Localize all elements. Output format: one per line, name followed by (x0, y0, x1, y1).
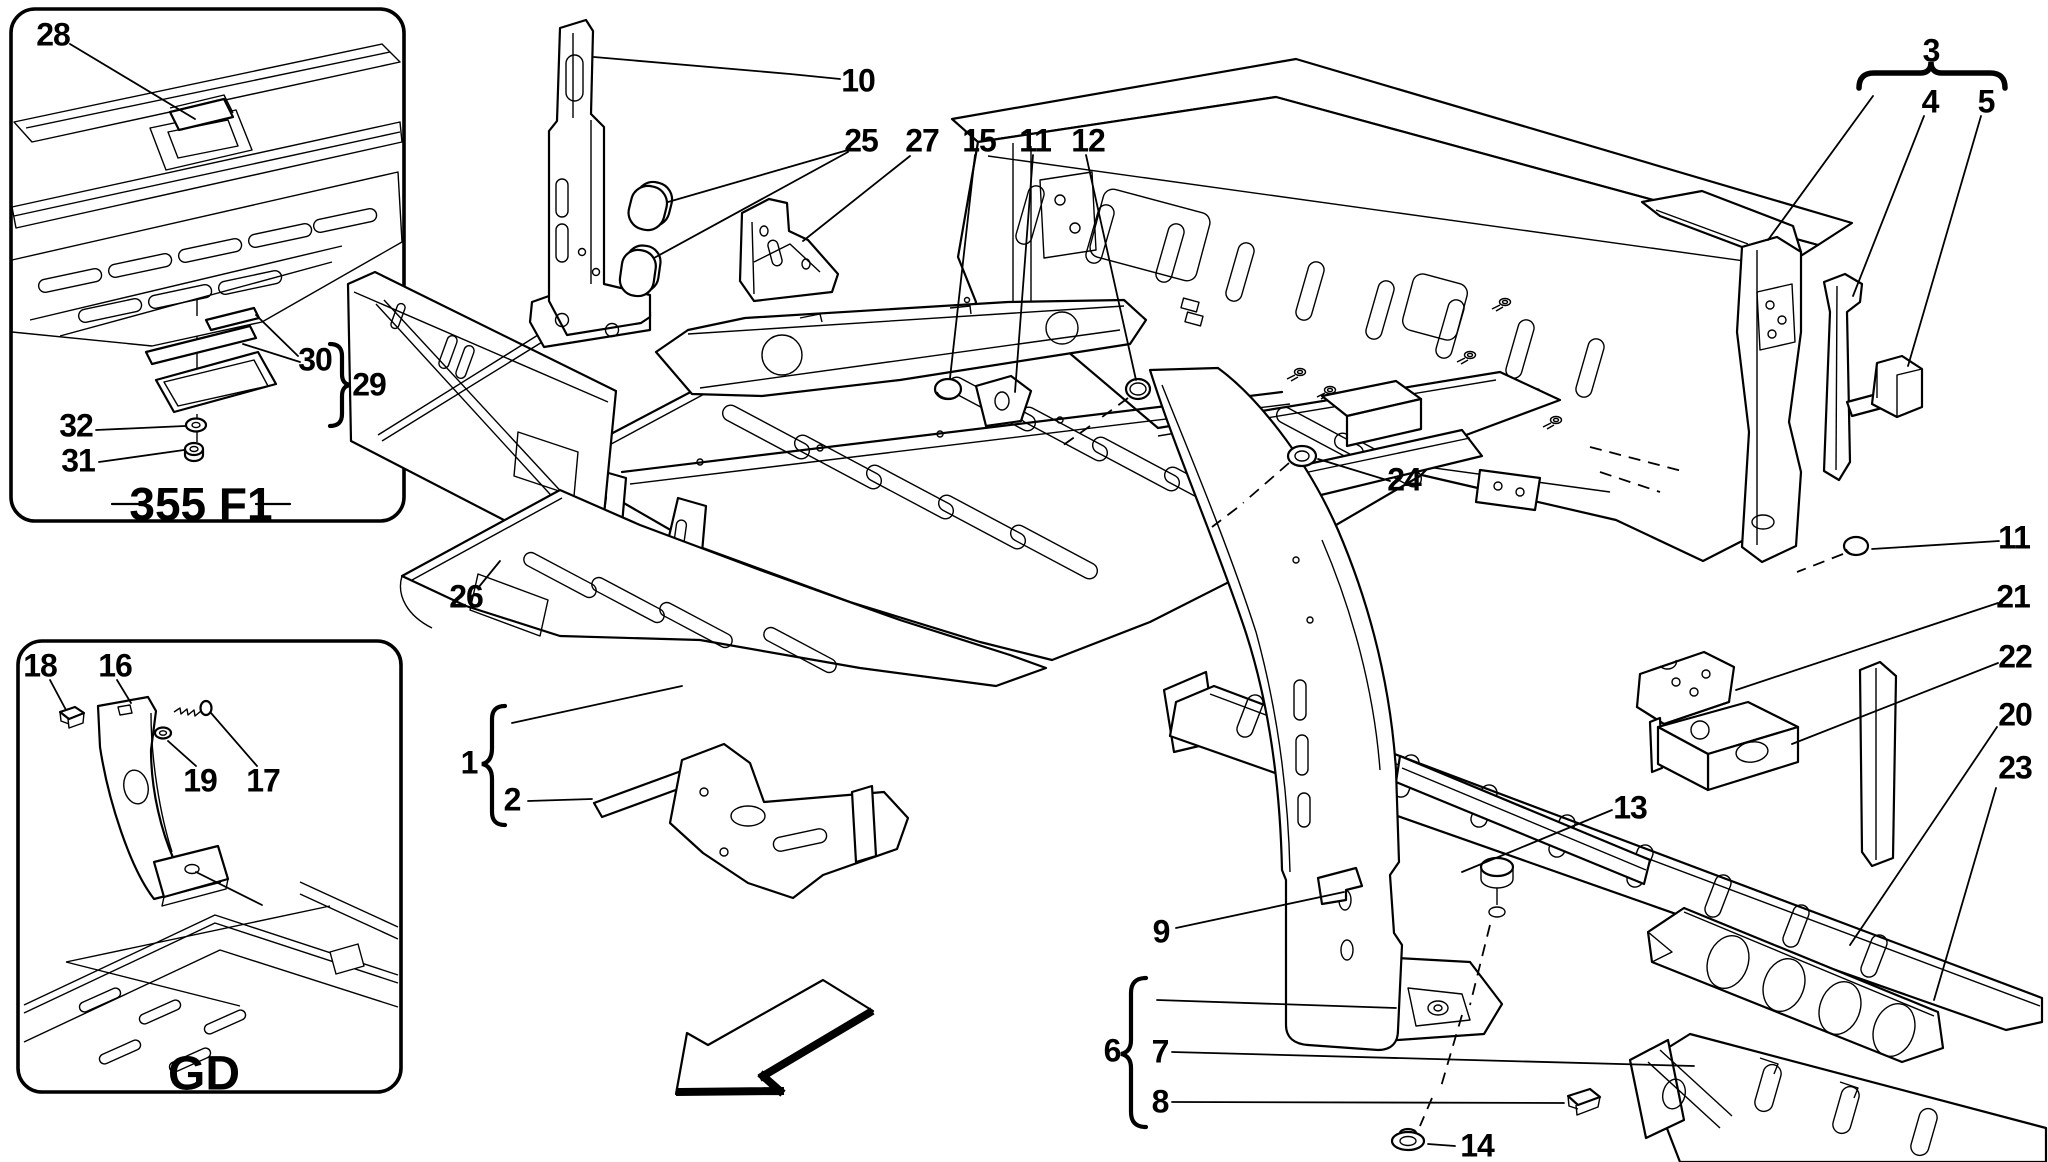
part-10-bracket (528, 18, 652, 349)
callout-6: 6 (1103, 1032, 1122, 1069)
callout-26: 26 (449, 578, 484, 615)
callout-23: 23 (1998, 749, 2033, 786)
callout-16: 16 (98, 647, 133, 684)
part-31-nut (183, 441, 205, 463)
cross-member (654, 298, 1148, 398)
inset-355f1-caption: 355 F1 (129, 478, 273, 530)
part-5-corner-bracket (1845, 354, 1924, 419)
callout-11: 11 (1019, 122, 1052, 159)
part-1-floor-panel (399, 488, 1048, 688)
part-32-washer (184, 417, 208, 433)
part-13-rail (1394, 754, 1652, 886)
part-18-clip (58, 705, 86, 729)
callout-27: 27 (905, 122, 940, 159)
part-3-corner-post (1640, 189, 1803, 564)
part-30-strip-b (144, 324, 258, 366)
part-14-plug-and-grommet (1390, 856, 1515, 1152)
part-27-gusset (738, 197, 840, 303)
part-16-bracket (96, 695, 230, 907)
callout-4: 4 (1921, 83, 1940, 120)
floorpan-sketch-355 (11, 43, 403, 347)
part-28-plate (168, 94, 235, 132)
part-17-screw (173, 699, 213, 717)
group-braces (481, 61, 2008, 1130)
direction-arrow (674, 978, 875, 1097)
part-19-washer (153, 726, 173, 740)
part-12-plug (1124, 377, 1152, 401)
callout-1: 1 (460, 744, 479, 781)
callout-9: 9 (1152, 913, 1171, 950)
callout-15: 15 (962, 122, 997, 159)
inset-355f1-border (9, 7, 406, 523)
callout-21: 21 (1996, 578, 2031, 615)
part-21-bracket (1635, 650, 1736, 726)
part-23-outer-sill (1628, 1032, 2048, 1162)
part-24-grommet (1286, 444, 1318, 468)
main-diagram (346, 18, 2048, 1162)
callout-18: 18 (23, 647, 58, 684)
callout-31: 31 (61, 442, 96, 479)
callout-24: 24 (1387, 461, 1422, 498)
callout-5: 5 (1977, 83, 1996, 120)
quarter-strip (1858, 660, 1898, 868)
brace-3 (1856, 61, 2008, 91)
part-29-30-assembly (144, 300, 278, 463)
part-9-b-pillar (1148, 366, 1404, 1052)
brace-1 (481, 703, 508, 828)
part-8-clip (1566, 1087, 1602, 1116)
callout-8: 8 (1151, 1083, 1170, 1120)
part-22-bracket (1648, 700, 1800, 792)
callout-7: 7 (1151, 1033, 1170, 1070)
callout-32: 32 (59, 407, 94, 444)
callout-28: 28 (36, 16, 71, 53)
callout-30: 30 (298, 341, 333, 378)
brace-6 (1120, 975, 1149, 1130)
callout-22: 22 (1998, 638, 2033, 675)
callout-14: 14 (1460, 1127, 1495, 1162)
floor-sketch-gd (23, 881, 399, 1073)
callout-10: 10 (841, 62, 876, 99)
callout-13: 13 (1613, 789, 1648, 826)
leader-lines (477, 56, 2000, 1147)
inset-gd-border (16, 639, 403, 1094)
part-25-pads (618, 180, 674, 298)
callout-17: 17 (246, 762, 281, 799)
part-11-plug-right (1842, 535, 1870, 557)
callout-29: 29 (352, 366, 387, 403)
callout-11: 11 (1998, 519, 2031, 556)
part-11-bracket (974, 374, 1033, 428)
callout-19: 19 (183, 762, 218, 799)
callout-2: 2 (503, 781, 522, 818)
part-2-bracket (592, 742, 910, 900)
callout-3: 3 (1922, 32, 1941, 69)
part-4-trim-strip (1822, 272, 1864, 482)
leaders-gd (49, 679, 263, 906)
part-15-plug (933, 377, 963, 401)
inset-gd (16, 639, 403, 1094)
callout-12: 12 (1071, 122, 1106, 159)
part-29-plate (154, 350, 278, 414)
callout-25: 25 (844, 122, 879, 159)
callout-20: 20 (1998, 696, 2033, 733)
inset-355f1 (9, 7, 406, 523)
part-20-sill-reinforcement (1646, 906, 1945, 1064)
inset-gd-caption: GD (168, 1047, 240, 1101)
